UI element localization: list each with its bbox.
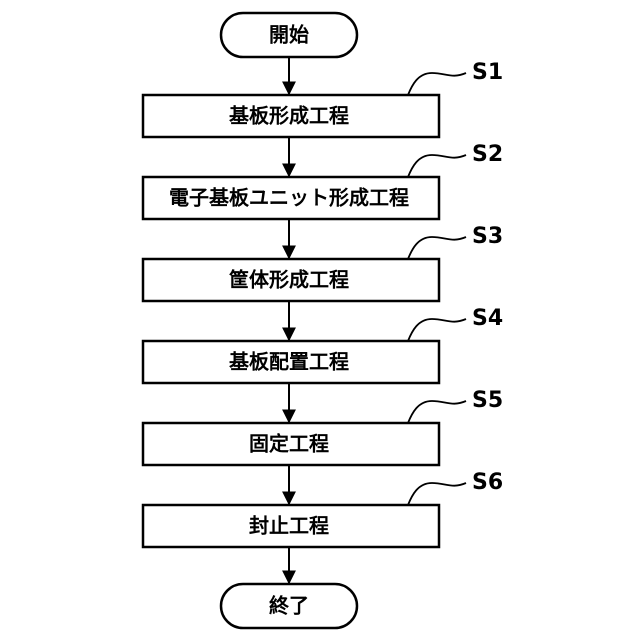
process-steps: 基板形成工程 S1 電子基板ユニット形成工程 S2 筐体形成工程 S3 基板配置工程 S4 固定… [143, 60, 503, 547]
end-terminal: 終了 [221, 584, 357, 628]
step-leader-line [408, 483, 466, 505]
step-leader-line [408, 237, 466, 259]
step-label: 基板形成工程 [229, 104, 349, 128]
step-label: 固定工程 [249, 432, 329, 456]
process-step-s4: 基板配置工程 S4 [143, 306, 503, 383]
step-label: 封止工程 [249, 514, 329, 538]
step-label: 基板配置工程 [229, 350, 349, 374]
step-label: 筐体形成工程 [229, 268, 349, 292]
process-step-s1: 基板形成工程 S1 [143, 60, 503, 137]
start-label: 開始 [269, 23, 309, 47]
step-id-label: S4 [472, 306, 503, 331]
process-step-s2: 電子基板ユニット形成工程 S2 [143, 142, 503, 219]
process-step-s5: 固定工程 S5 [143, 388, 503, 465]
step-leader-line [408, 73, 466, 95]
step-leader-line [408, 319, 466, 341]
step-leader-line [408, 401, 466, 423]
step-id-label: S5 [472, 388, 503, 413]
end-label: 終了 [269, 594, 309, 618]
start-terminal: 開始 [221, 13, 357, 57]
step-id-label: S3 [472, 224, 503, 249]
step-id-label: S2 [472, 142, 503, 167]
step-label: 電子基板ユニット形成工程 [169, 186, 409, 210]
process-step-s3: 筐体形成工程 S3 [143, 224, 503, 301]
step-id-label: S6 [472, 470, 503, 495]
process-step-s6: 封止工程 S6 [143, 470, 503, 547]
step-id-label: S1 [472, 60, 503, 85]
step-leader-line [408, 155, 466, 177]
